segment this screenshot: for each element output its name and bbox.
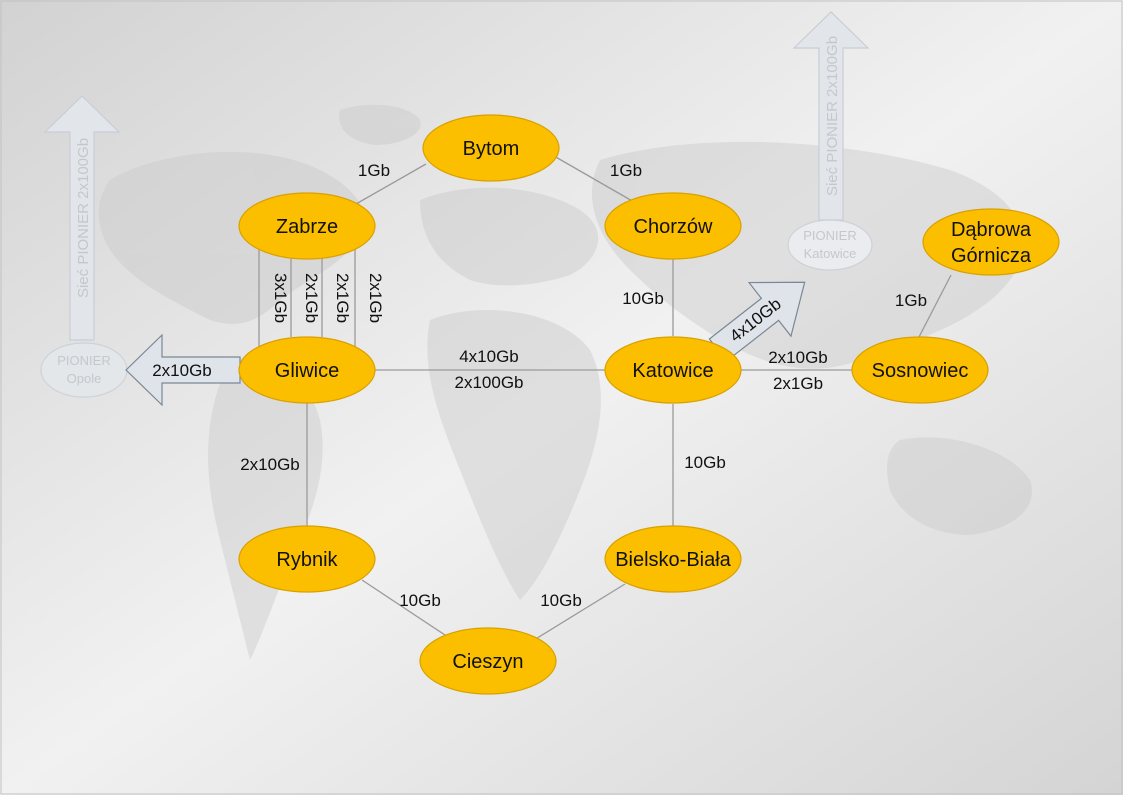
label-bielsko-cieszyn: 10Gb xyxy=(540,591,582,610)
label-zabrze-gliwice-3: 2x1Gb xyxy=(333,273,352,323)
pionier-opole-line1: PIONIER xyxy=(57,353,110,368)
link-labels: 1Gb 1Gb 10Gb 3x1Gb 2x1Gb 2x1Gb 2x1Gb 4x1… xyxy=(240,161,927,610)
node-bytom: Bytom xyxy=(422,114,560,182)
node-gliwice: Gliwice xyxy=(238,336,376,404)
node-gliwice-label: Gliwice xyxy=(275,360,339,382)
label-zabrze-bytom: 1Gb xyxy=(358,161,390,180)
edge-bielsko-cieszyn xyxy=(533,583,626,641)
label-zabrze-gliwice-2: 2x1Gb xyxy=(302,273,321,323)
pionier-katowice-line2: Katowice xyxy=(804,246,857,261)
edge-rybnik-cieszyn xyxy=(361,579,449,638)
node-katowice: Katowice xyxy=(604,336,742,404)
node-zabrze: Zabrze xyxy=(238,192,376,260)
node-cieszyn: Cieszyn xyxy=(419,627,557,695)
label-bytom-chorzow: 1Gb xyxy=(610,161,642,180)
pionier-arrow-right-label: Sieć PIONIER 2x100Gb xyxy=(824,36,841,196)
label-gliwice-katowice-1: 4x10Gb xyxy=(459,347,519,366)
label-katowice-sosnowiec-2: 2x1Gb xyxy=(773,374,823,393)
label-katowice-bielsko: 10Gb xyxy=(684,453,726,472)
pionier-arrow-left-label: Sieć PIONIER 2x100Gb xyxy=(75,138,92,298)
node-rybnik: Rybnik xyxy=(238,525,376,593)
node-bytom-label: Bytom xyxy=(463,138,520,160)
label-katowice-sosnowiec-1: 2x10Gb xyxy=(768,348,828,367)
pionier-opole-line2: Opole xyxy=(67,371,102,386)
node-rybnik-label: Rybnik xyxy=(276,549,338,571)
edge-zabrze-bytom xyxy=(355,163,427,205)
node-dabrowa-label-line1: Dąbrowa xyxy=(951,219,1032,241)
node-bielsko-biala: Bielsko-Biała xyxy=(604,525,742,593)
label-rybnik-cieszyn: 10Gb xyxy=(399,591,441,610)
gliwice-opole-arrow-label: 2x10Gb xyxy=(152,361,212,380)
node-zabrze-label: Zabrze xyxy=(276,216,338,238)
pionier-arrow-right: Sieć PIONIER 2x100Gb xyxy=(792,11,870,221)
node-sosnowiec: Sosnowiec xyxy=(851,336,989,404)
label-sosnowiec-dabrowa: 1Gb xyxy=(895,291,927,310)
label-zabrze-gliwice-1: 3x1Gb xyxy=(271,273,290,323)
node-cieszyn-label: Cieszyn xyxy=(452,651,523,673)
node-chorzow: Chorzów xyxy=(604,192,742,260)
node-dabrowa-gornicza: Dąbrowa Górnicza xyxy=(922,208,1060,276)
gliwice-opole-arrow: 2x10Gb xyxy=(125,333,241,407)
edge-sosnowiec-dabrowa xyxy=(918,274,952,338)
label-zabrze-gliwice-4: 2x1Gb xyxy=(366,273,385,323)
label-gliwice-rybnik: 2x10Gb xyxy=(240,455,300,474)
node-dabrowa-label-line2: Górnicza xyxy=(951,245,1032,267)
pionier-katowice-node: PIONIER Katowice xyxy=(787,219,873,271)
edge-bytom-chorzow xyxy=(553,155,635,203)
node-chorzow-label: Chorzów xyxy=(634,216,713,238)
label-chorzow-katowice: 10Gb xyxy=(622,289,664,308)
node-sosnowiec-label: Sosnowiec xyxy=(872,360,969,382)
pionier-opole-node: PIONIER Opole xyxy=(40,342,128,398)
node-katowice-label: Katowice xyxy=(632,360,713,382)
pionier-arrow-left: Sieć PIONIER 2x100Gb xyxy=(43,95,121,341)
label-gliwice-katowice-2: 2x100Gb xyxy=(455,373,524,392)
edges xyxy=(258,155,952,641)
node-bielsko-label: Bielsko-Biała xyxy=(615,549,731,571)
pionier-katowice-line1: PIONIER xyxy=(803,228,856,243)
